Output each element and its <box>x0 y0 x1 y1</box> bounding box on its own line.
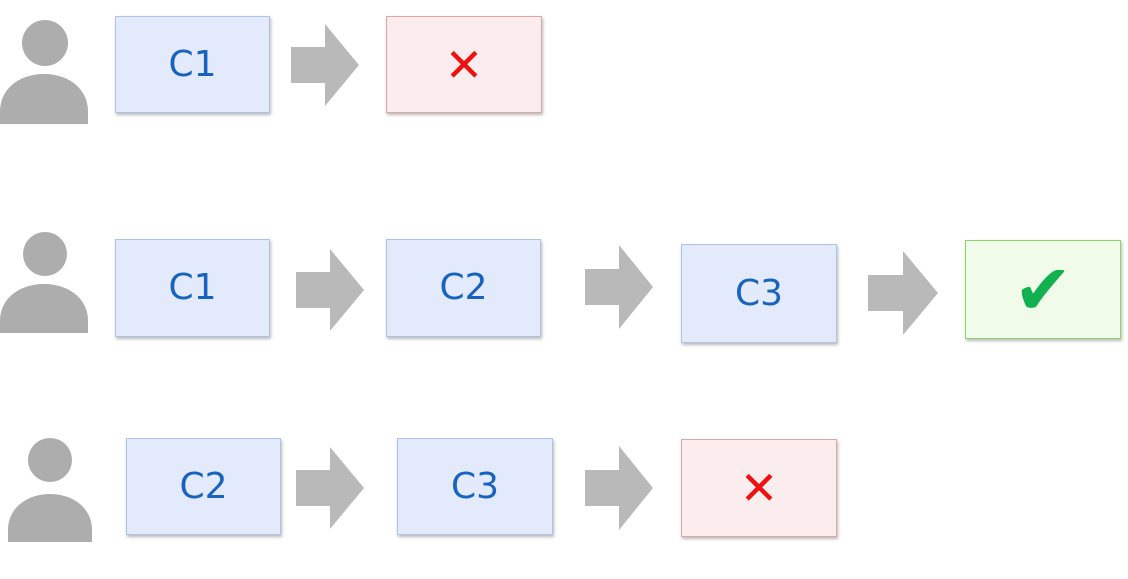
step-box: C1 <box>115 239 270 337</box>
success-box: ✔ <box>965 240 1121 339</box>
arrow-right-icon <box>585 245 653 329</box>
step-label: C3 <box>734 272 784 314</box>
failure-box: ✕ <box>681 439 837 537</box>
step-label: C1 <box>168 43 217 85</box>
step-label: C3 <box>450 465 500 507</box>
person-icon <box>0 20 88 124</box>
arrow-right-icon <box>296 249 364 331</box>
arrow-right-icon <box>868 251 938 335</box>
step-label: C1 <box>168 267 217 308</box>
checkmark-icon: ✔ <box>1013 248 1073 331</box>
person-icon <box>0 232 88 333</box>
step-box: C1 <box>115 16 270 113</box>
arrow-right-icon <box>291 24 359 106</box>
step-box: C2 <box>126 438 281 535</box>
arrow-right-icon <box>585 446 653 530</box>
step-label: C2 <box>439 267 488 308</box>
failure-box: ✕ <box>386 16 542 113</box>
cross-icon: ✕ <box>444 37 484 92</box>
step-box: C3 <box>397 438 553 535</box>
person-icon <box>8 438 92 542</box>
step-box: C3 <box>681 244 837 343</box>
cross-icon: ✕ <box>739 461 779 515</box>
step-label: C2 <box>179 465 228 507</box>
step-box: C2 <box>386 239 541 337</box>
arrow-right-icon <box>296 447 364 529</box>
